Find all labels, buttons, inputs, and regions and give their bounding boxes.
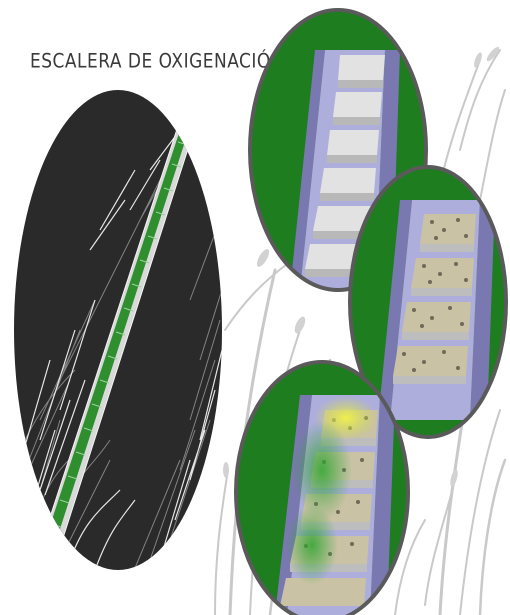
overview-panel bbox=[10, 85, 230, 585]
diagram-title: ESCALERA DE OXIGENACIÓN bbox=[30, 50, 284, 73]
aeration-green-flow bbox=[292, 420, 352, 520]
detail-aeration bbox=[235, 360, 410, 615]
